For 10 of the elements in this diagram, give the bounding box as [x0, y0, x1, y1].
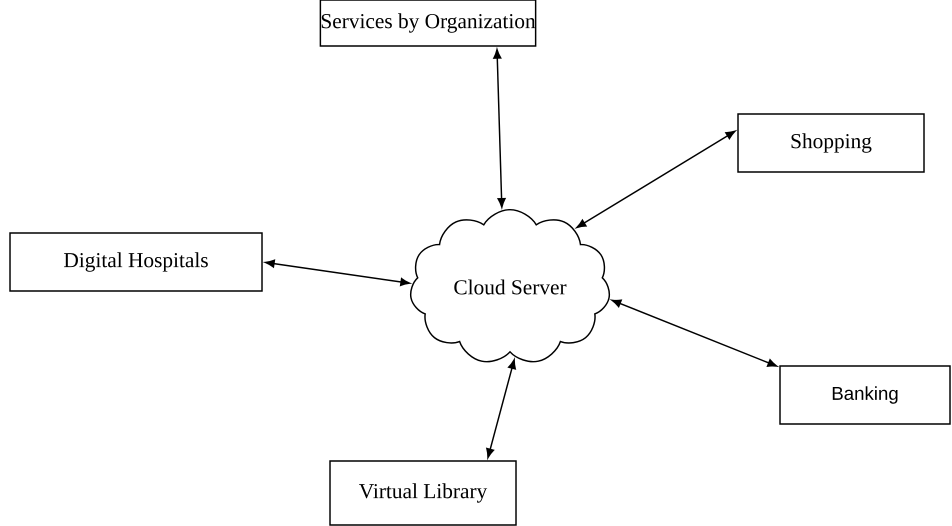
process-box: Digital Hospitals	[9, 232, 263, 292]
process-box: Shopping	[737, 113, 925, 173]
process-box: Virtual Library	[329, 460, 517, 526]
arrow	[576, 130, 736, 228]
process-box: Banking	[779, 365, 951, 425]
arrow	[611, 300, 778, 367]
process-box: Services by Organization	[320, 0, 536, 47]
arrow	[493, 48, 506, 208]
arrow	[486, 359, 516, 458]
arrow	[264, 260, 410, 286]
